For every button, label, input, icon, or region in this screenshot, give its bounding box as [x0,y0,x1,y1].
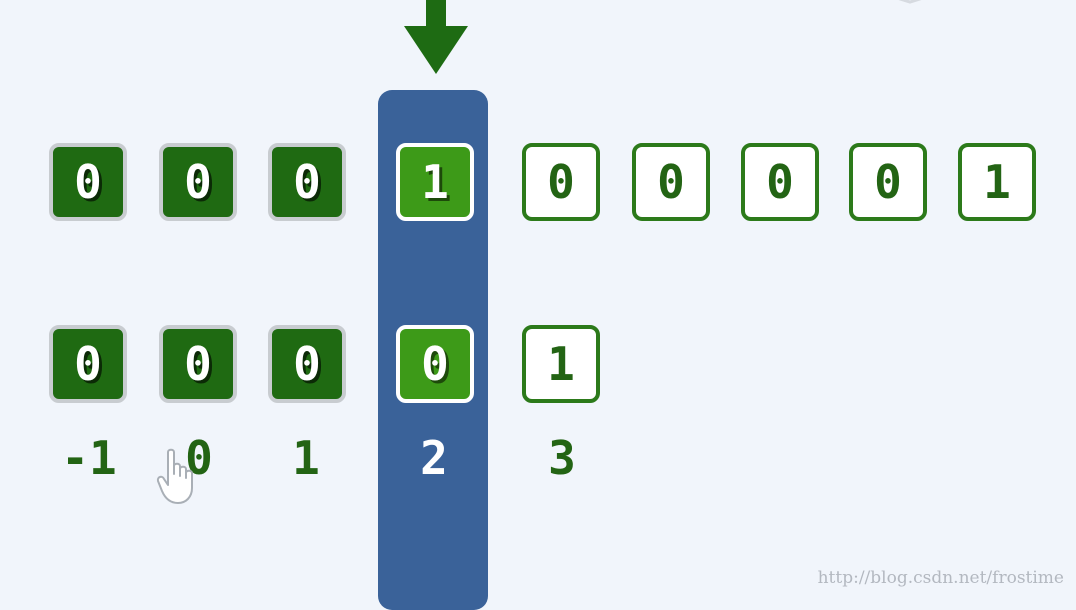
hand-pointer-icon [156,448,193,504]
top-cell: 0 [49,143,127,221]
bottom-cell: 0 [159,325,237,403]
top-cell: 0 [741,143,819,221]
top-cell: 0 [849,143,927,221]
index-label: 1 [292,431,320,485]
top-cell-active: 1 [396,143,474,221]
watermark: http://blog.csdn.net/frostime [817,568,1064,588]
top-cell: 0 [159,143,237,221]
bottom-cell: 0 [49,325,127,403]
down-arrow-icon [404,0,468,74]
bottom-cell: 1 [522,325,600,403]
index-label: 3 [548,431,576,485]
index-label: -1 [61,431,117,485]
top-cell: 0 [268,143,346,221]
top-cell: 0 [522,143,600,221]
index-label-active: 2 [420,431,448,485]
bottom-cell: 0 [268,325,346,403]
partial-shape-icon [898,0,922,4]
top-cell: 1 [958,143,1036,221]
top-cell: 0 [632,143,710,221]
bottom-cell-active: 0 [396,325,474,403]
